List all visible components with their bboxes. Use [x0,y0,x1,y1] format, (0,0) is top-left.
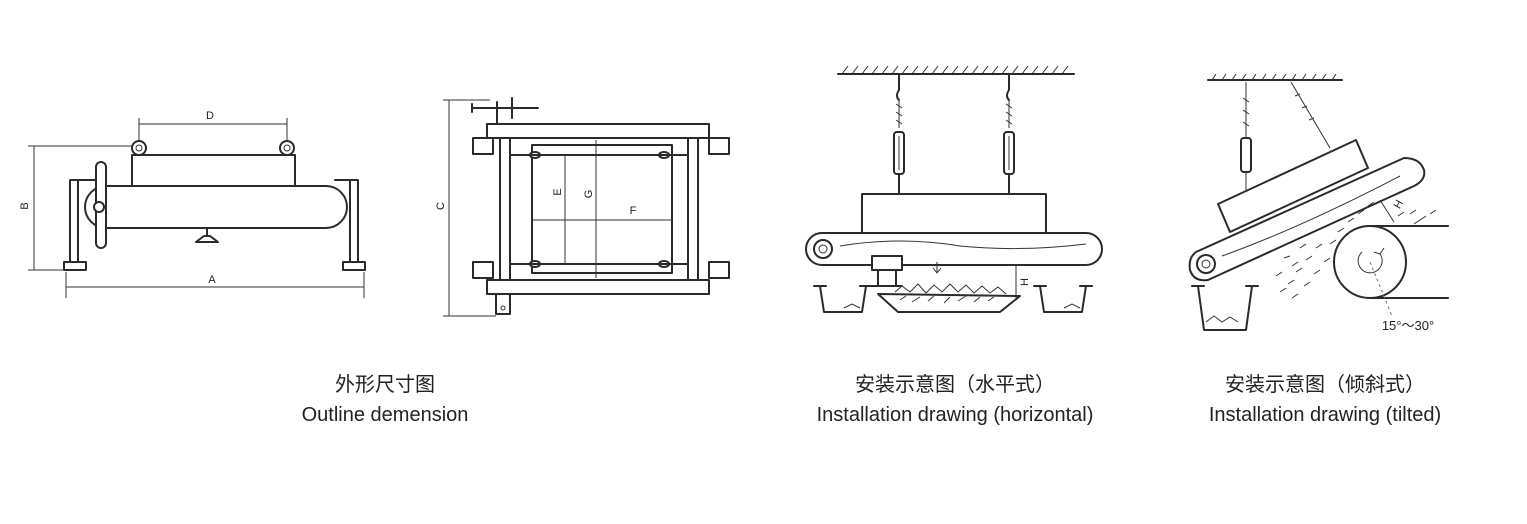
caption-horizontal: 安装示意图（水平式） Installation drawing (horizon… [780,370,1130,430]
dim-label-f: F [630,205,637,217]
belt-tilted [1188,157,1426,282]
horizontal-installation: H [805,65,1103,313]
caption-outline-en: Outline demension [301,404,469,426]
bin-right [1033,285,1093,313]
belt-loop [84,185,348,229]
foot-left [63,261,87,271]
magnet-body-horizontal [861,193,1047,235]
magnet-plan [531,144,673,274]
caption-outline: 外形尺寸图 Outline demension [270,370,500,430]
dim-label-b: B [19,202,31,209]
caption-outline-cn: 外形尺寸图 [335,374,435,396]
outline-top-view: C E G F [435,97,730,317]
dim-label-h-horizontal: H [1019,278,1031,286]
outline-front-view: D B A [19,110,366,298]
bottom-rail [486,279,710,295]
caption-tilted-en: Installation drawing (tilted) [1208,404,1442,426]
caption-tilted-cn: 安装示意图（倾斜式） [1225,374,1425,396]
tilted-installation: H 15°～30° [1188,73,1449,333]
dim-label-e: E [552,188,564,195]
caption-tilted: 安装示意图（倾斜式） Installation drawing (tilted) [1175,370,1475,430]
caption-horizontal-en: Installation drawing (horizontal) [816,404,1094,426]
belt-horizontal [805,232,1103,266]
dim-label-d: D [206,110,214,122]
foot-right [342,261,366,271]
dim-label-g: G [583,190,595,199]
lifting-eye-right [279,140,295,156]
magnet-body-tilted [1217,139,1369,233]
dim-label-c: C [435,202,447,210]
lifting-eye-left [131,140,147,156]
top-rail [486,123,710,139]
caption-horizontal-cn: 安装示意图（水平式） [855,374,1055,396]
conveyor-trough [877,293,1021,313]
bin-left [813,285,873,313]
angle-label: 15°～30° [1382,318,1434,333]
bin-tilted [1191,285,1259,331]
magnet-body [131,154,296,189]
dim-label-a: A [208,274,216,286]
dim-label-h-tilted: H [1392,198,1406,211]
